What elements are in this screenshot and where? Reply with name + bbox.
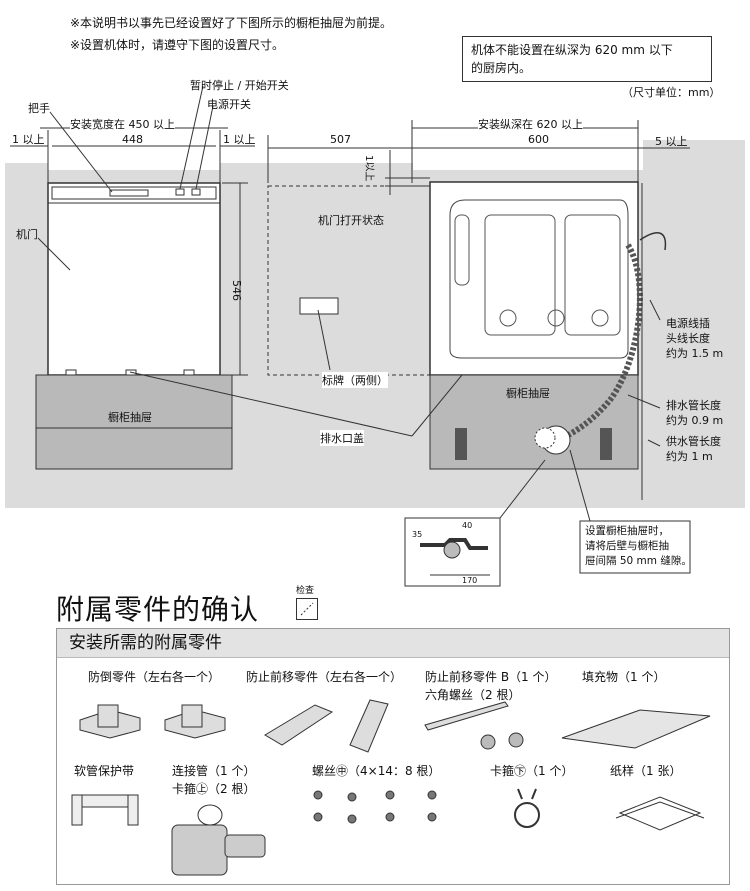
door-open-outline: [267, 185, 431, 376]
unit-note: （尺寸单位：mm）: [622, 86, 721, 99]
supply-hose-line-1: 供水管长度: [666, 435, 721, 448]
accessories-panel: 安装所需的附属零件: [56, 628, 730, 885]
label-pause-start: 暂时停止 / 开始开关: [190, 79, 289, 92]
label-drawer-side: 橱柜抽屉: [506, 387, 550, 400]
label-width-req: 安装宽度在 450 以上: [70, 116, 175, 132]
item-screws: 螺丝㊥（4×14：8 根）: [312, 764, 441, 778]
accessories-title: 附属零件的确认: [56, 593, 260, 626]
anti-slide-part-left-icon: [264, 704, 334, 746]
tub-outline: [449, 199, 629, 359]
clamp-small-icon: [514, 788, 540, 828]
item-anti-tip: 防倒零件（左右各一个）: [88, 670, 221, 684]
label-width-448: 448: [122, 133, 143, 146]
label-height-546: 546: [230, 280, 243, 301]
power-cord-line-2: 头线长度: [666, 332, 710, 345]
power-switch: [191, 188, 201, 196]
nameplate: [299, 297, 339, 315]
instruction-text: 设置橱柜抽屉时， 请将后壁与橱柜抽 屉间隔 50 mm 缝隙。: [585, 524, 692, 569]
cabinet-drawer-front: [35, 374, 233, 470]
item-hose-protector: 软管保护带: [74, 764, 135, 778]
label-door-open: 机门打开状态: [318, 214, 384, 227]
item-connector: 连接管（1 个）: [172, 764, 256, 778]
depth-warning-box: 机体不能设置在纵深为 620 mm 以下 的厨房内。: [462, 36, 712, 82]
label-drain-cover: 排水口盖: [320, 430, 364, 446]
label-power-switch: 电源开关: [207, 98, 251, 111]
installation-diagram: [5, 85, 745, 587]
detail-40: 40: [462, 521, 473, 530]
label-600: 600: [528, 133, 549, 146]
label-supply-hose: 供水管长度 约为 1 m: [666, 434, 721, 464]
note-line-1: ※本说明书以事先已经设置好了下图所示的橱柜抽屉为前提。: [70, 16, 393, 30]
handle: [109, 189, 149, 197]
item-clamp-large: 卡箍㊤（2 根）: [172, 782, 256, 796]
front-view: [10, 85, 255, 470]
item-anti-slide: 防止前移零件（左右各一个）: [246, 670, 403, 684]
power-cord-line-3: 约为 1.5 m: [666, 347, 724, 360]
row1-parts: [79, 699, 711, 753]
label-door: 机门: [16, 228, 38, 241]
check-label: 检查: [296, 586, 315, 596]
power-cord-line-1: 电源线插: [666, 317, 710, 330]
drain-hose-line-1: 排水管长度: [666, 399, 721, 412]
depth-warning-line-2: 的厨房内。: [471, 61, 532, 75]
detail-35: 35: [412, 530, 423, 539]
label-drain-hose: 排水管长度 约为 0.9 m: [666, 398, 723, 428]
drain-hose-line-2: 约为 0.9 m: [666, 414, 724, 427]
item-filler: 填充物（1 个）: [582, 670, 666, 684]
instruction-line-1: 设置橱柜抽屉时，: [585, 525, 669, 537]
label-nameplate: 标牌（两侧）: [322, 372, 388, 388]
label-507: 507: [330, 133, 351, 146]
note-line-2: ※设置机体时，请遵守下图的设置尺寸。: [70, 38, 285, 52]
row2-parts: [71, 788, 705, 876]
anti-tip-part-left-icon: [79, 704, 141, 739]
label-left-gap: 1 以上: [12, 133, 45, 146]
hose-protector-icon: [71, 794, 139, 826]
item-template: 纸样（1 张）: [610, 764, 682, 778]
anti-slide-b-bar-icon: [424, 701, 509, 731]
check-box[interactable]: [296, 598, 318, 620]
anti-tip-part-right-icon: [164, 704, 226, 739]
side-view: [129, 120, 690, 522]
instruction-line-3: 屉间隔 50 mm 缝隙。: [585, 555, 692, 567]
screws-icon: [313, 790, 437, 824]
pause-start-switch: [175, 188, 185, 196]
supply-hose-line-2: 约为 1 m: [666, 450, 713, 463]
instruction-box: [579, 520, 691, 574]
depth-warning-line-1: 机体不能设置在纵深为 620 mm 以下: [471, 43, 673, 57]
label-power-cord: 电源线插 头线长度 约为 1.5 m: [666, 316, 723, 361]
connector-tube-icon: [171, 804, 266, 876]
hex-bolt-icon: [480, 732, 524, 750]
hose-detail-inset: [404, 459, 546, 587]
item-hex-bolt: 六角螺丝（2 根）: [425, 688, 521, 702]
item-clamp-small: 卡箍㊦（1 个）: [490, 764, 574, 778]
detail-170: 170: [462, 576, 478, 585]
dishwasher-front: [47, 182, 221, 376]
anti-slide-part-right-icon: [349, 699, 389, 753]
item-anti-slide-b: 防止前移零件 B（1 个）: [425, 670, 557, 684]
accessories-panel-title: 安装所需的附属零件: [57, 629, 729, 658]
label-right-gap: 1 以上: [223, 133, 256, 146]
instruction-line-2: 请将后壁与橱柜抽: [585, 540, 669, 552]
filler-pad-icon: [561, 709, 711, 749]
label-top-gap: 1以上: [363, 155, 374, 182]
label-drawer-front: 橱柜抽屉: [108, 411, 152, 424]
label-back-gap: 5 以上: [655, 135, 688, 148]
check-box-slash-icon: [300, 602, 314, 616]
label-handle: 把手: [28, 102, 50, 115]
paper-template-icon: [615, 796, 705, 831]
dishwasher-side: [429, 181, 639, 376]
label-depth-req: 安装纵深在 620 以上: [478, 116, 583, 132]
power-cord: [639, 232, 667, 251]
